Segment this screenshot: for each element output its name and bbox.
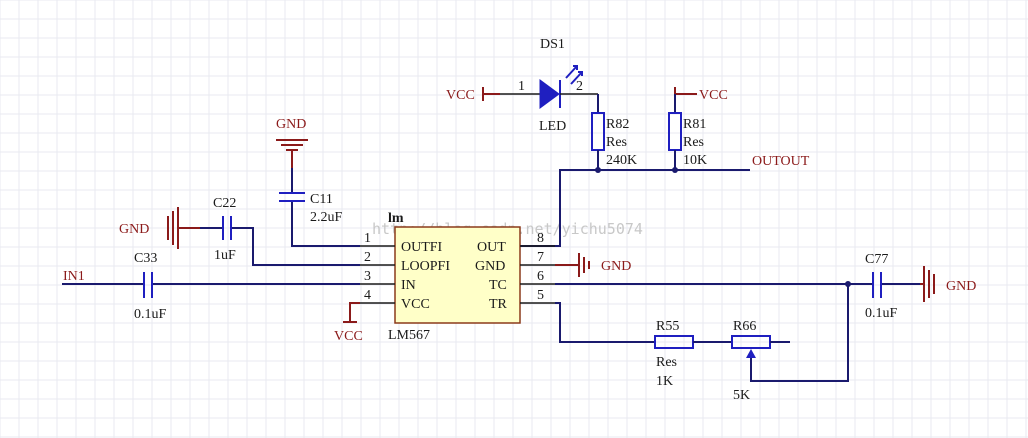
c22-reference: C22 [213, 196, 236, 211]
r81-value: 10K [683, 153, 707, 168]
pin4-vcc-label: VCC [334, 329, 363, 344]
ic-pin6-name: TC [489, 278, 507, 293]
r82-body [591, 112, 605, 151]
junction-r82 [595, 167, 601, 173]
led-ds1: VCC 1 2 DS1 LED [446, 37, 598, 134]
r81-body [668, 112, 682, 151]
c33-value: 0.1uF [134, 307, 167, 322]
pin7-gnd-label: GND [601, 259, 631, 274]
ic-pin2-name: LOOPFI [401, 259, 450, 274]
vcc-symbol-r81 [674, 87, 697, 101]
ic-pin6-number: 6 [537, 269, 544, 284]
ic-designator: lm [388, 211, 404, 226]
pin7-ground-icon [555, 253, 590, 277]
led-type-label: LED [539, 119, 566, 134]
led-reference: DS1 [540, 37, 565, 52]
r55-type: Res [656, 355, 677, 370]
c11-gnd-label: GND [276, 117, 306, 132]
ic-pin5-number: 5 [537, 288, 544, 303]
resistor-r55: R55 Res 1K [555, 302, 732, 389]
led-emission-arrows [565, 65, 583, 85]
vcc-symbol-led [482, 87, 500, 101]
c11-reference: C11 [310, 192, 333, 207]
capacitor-c77: GND C77 0.1uF [555, 252, 976, 321]
r66-wiper-arrow [746, 349, 756, 358]
r66-reference: R66 [733, 319, 756, 334]
ic-part-number: LM567 [388, 328, 430, 343]
resistor-r81: VCC R81 Res 10K [668, 87, 728, 170]
ic-pin4-number: 4 [364, 288, 371, 303]
c22-ground-icon [167, 207, 200, 249]
pin7-ground: GND [555, 253, 631, 277]
led-pin1-number: 1 [518, 79, 525, 94]
led-diode-triangle [539, 79, 560, 109]
ic-pin2-number: 2 [364, 250, 371, 265]
tr-wire [555, 302, 655, 343]
ic-pin1-number: 1 [364, 231, 371, 246]
input-net-label: IN1 [63, 269, 85, 284]
output-net-label: OUTOUT [752, 154, 810, 169]
r81-vcc-label: VCC [699, 88, 728, 103]
led-vcc-label: VCC [446, 88, 475, 103]
r82-value: 240K [606, 153, 637, 168]
r81-reference: R81 [683, 117, 706, 132]
c22-value: 1uF [214, 248, 236, 263]
led-pin2-number: 2 [576, 79, 583, 94]
ic-pin1-name: OUTFI [401, 240, 443, 255]
resistor-r82: R82 Res 240K [591, 94, 637, 170]
c22-gnd-label: GND [119, 222, 149, 237]
potentiometer-r66: R66 5K [731, 284, 849, 403]
c11-ground-icon [276, 139, 308, 168]
capacitor-c22: GND C22 1uF [119, 196, 360, 266]
capacitor-c33: IN1 C33 0.1uF [62, 251, 360, 322]
r66-value: 5K [733, 388, 750, 403]
ic-pin8-number: 8 [537, 231, 544, 246]
c77-ground-icon [920, 266, 935, 302]
ic-body [394, 226, 521, 324]
r55-value: 1K [656, 374, 673, 389]
c11-to-pin1-wire [291, 202, 360, 247]
ic-pin5-name: TR [489, 297, 508, 312]
c11-value: 2.2uF [310, 210, 343, 225]
ic-pin7-name: GND [475, 259, 505, 274]
r82-type: Res [606, 135, 627, 150]
ic-pin4-name: VCC [401, 297, 430, 312]
c33-reference: C33 [134, 251, 157, 266]
r66-wiper-wire [750, 284, 849, 382]
c22-to-pin2-wire [232, 227, 360, 266]
c77-gnd-label: GND [946, 279, 976, 294]
ic-lm567: lm LM567 1 2 3 4 OUTFI LOOPFI IN VCC 8 7… [360, 211, 555, 343]
pin4-vcc-symbol [343, 302, 360, 323]
r82-reference: R82 [606, 117, 629, 132]
c77-reference: C77 [865, 252, 888, 267]
junction-r81 [672, 167, 678, 173]
ic-pin8-name: OUT [477, 240, 506, 255]
ic-pin3-number: 3 [364, 269, 371, 284]
c77-value: 0.1uF [865, 306, 898, 321]
ic-pin3-name: IN [401, 278, 416, 293]
r81-type: Res [683, 135, 704, 150]
ic-pin7-number: 7 [537, 250, 544, 265]
pin4-vcc: VCC [334, 302, 363, 344]
capacitor-c11: GND C11 2.2uF [276, 117, 360, 247]
r55-reference: R55 [656, 319, 679, 334]
